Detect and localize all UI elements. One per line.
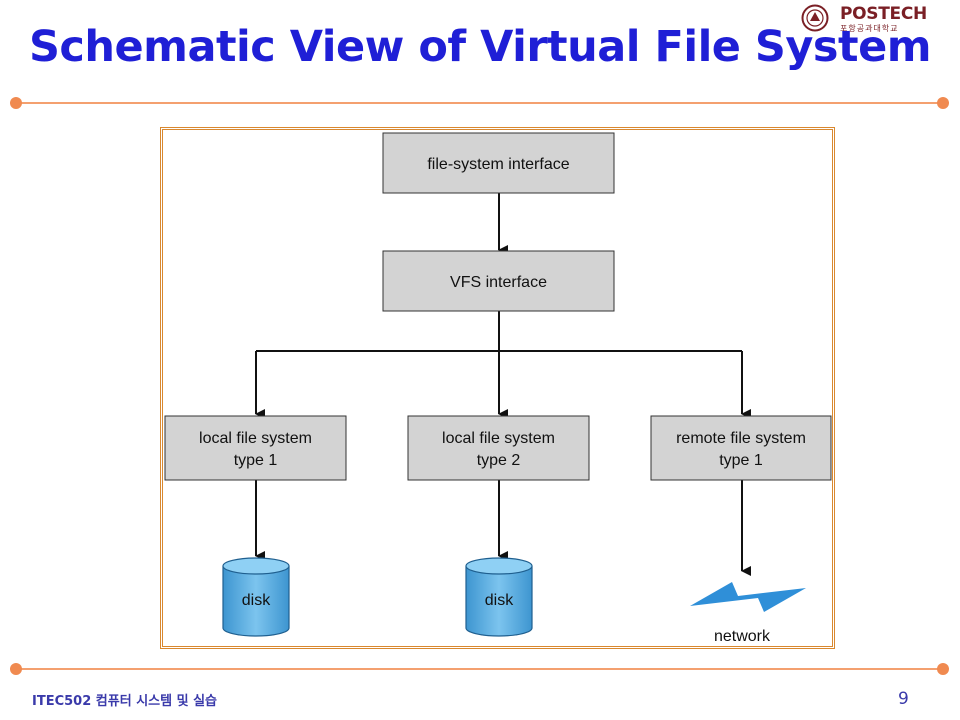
logo-subtext: 포항공과대학교 [840, 24, 899, 33]
lightning-bolt-icon [690, 582, 806, 612]
remote1-line2: type 1 [719, 452, 763, 469]
local2-line1: local file system [442, 430, 555, 447]
vfs-interface-label: VFS interface [450, 274, 547, 291]
network-label: network [714, 628, 771, 645]
footer-course-title: ITEC502 컴퓨터 시스템 및 실습 [32, 694, 218, 709]
university-seal-icon [801, 4, 829, 32]
local1-line1: local file system [199, 430, 312, 447]
postech-logo: POSTECH 포항공과대학교 [800, 4, 927, 33]
disk2-label: disk [485, 592, 514, 609]
bottom-divider [18, 668, 944, 670]
bottom-divider-left-dot [10, 663, 22, 675]
local2-line2: type 2 [477, 452, 521, 469]
local1-line2: type 1 [234, 452, 278, 469]
disk1-label: disk [242, 592, 271, 609]
local-fs-type2-box: local file system type 2 [407, 415, 590, 481]
remote1-line1: remote file system [676, 430, 806, 447]
connectors [255, 193, 751, 576]
disk-icon: disk [222, 557, 290, 637]
slide-title: Schematic View of Virtual File System [28, 22, 932, 72]
local-fs-type1-box: local file system type 1 [164, 415, 347, 481]
top-divider-left-dot [10, 97, 22, 109]
bottom-divider-right-dot [937, 663, 949, 675]
fs-interface-box: file-system interface [382, 132, 615, 194]
disk-icon: disk [465, 557, 533, 637]
fs-interface-label: file-system interface [427, 156, 569, 173]
top-divider [18, 102, 944, 104]
vfs-interface-box: VFS interface [382, 250, 615, 312]
page-number: 9 [898, 689, 909, 709]
top-divider-right-dot [937, 97, 949, 109]
logo-text: POSTECH [840, 4, 927, 24]
remote-fs-type1-box: remote file system type 1 [650, 415, 832, 481]
network: network [690, 582, 806, 645]
